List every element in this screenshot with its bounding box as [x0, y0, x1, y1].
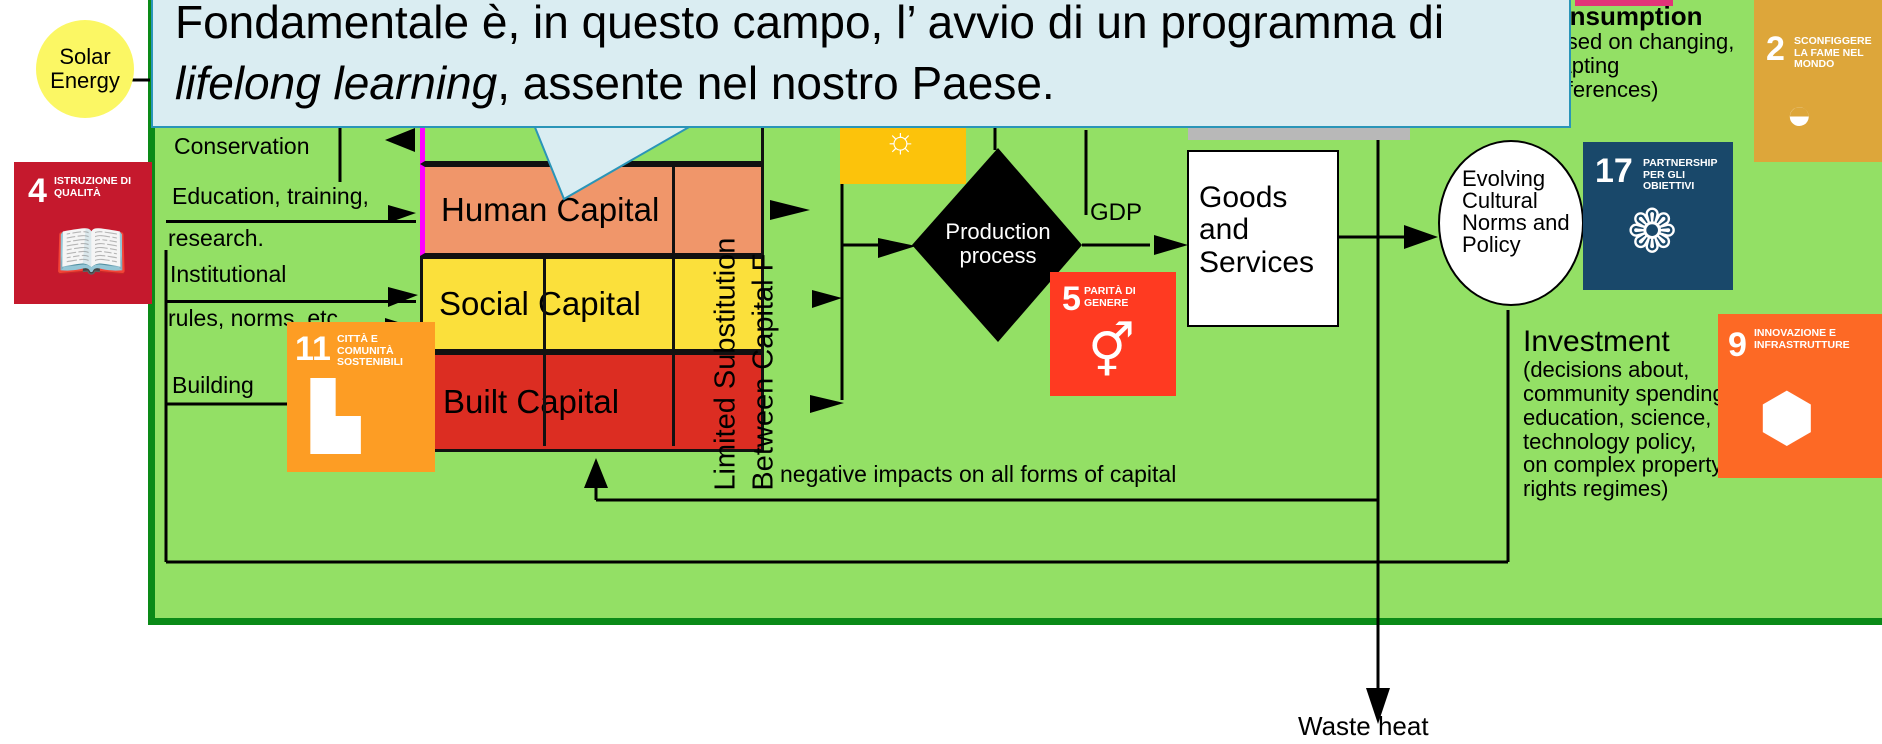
- consumption-block: Consumption (based on changing, adapting…: [1535, 2, 1775, 101]
- capital-grid-v2: [672, 164, 675, 446]
- sdg-17-bg: [1583, 142, 1733, 290]
- investment-l5: on complex property: [1523, 452, 1723, 478]
- sdg-5-tile: 5 Parità di genere ⚥: [1050, 272, 1176, 396]
- investment-l1: (decisions about,: [1523, 357, 1690, 383]
- goods-line1: Goods: [1199, 181, 1288, 214]
- investment-l2: community spending,: [1523, 381, 1731, 407]
- label-divider-2: [166, 300, 416, 303]
- sdg-17-tile: 17 Partnership per gli obiettivi ❁: [1583, 142, 1733, 290]
- sdg-17-num: 17: [1595, 152, 1633, 190]
- callout-line2: lifelong learning, assente nel nostro Pa…: [175, 53, 1569, 114]
- goods-line2: and: [1199, 213, 1250, 247]
- limited-substitution-line1: Limited Substitution: [709, 237, 742, 491]
- investment-block: Investment (decisions about, community s…: [1523, 325, 1773, 502]
- sdg-5-num: 5: [1062, 280, 1081, 318]
- sdg-11-label: Città e comunità sostenibili: [337, 333, 403, 369]
- label-building: Building: [172, 372, 254, 398]
- city-icon: ▙: [311, 380, 361, 452]
- label-research: research.: [168, 225, 264, 251]
- consumption-line3: adapting: [1535, 52, 1620, 78]
- solar-line2: Energy: [50, 68, 120, 93]
- sdg-2-bg: [1754, 0, 1882, 162]
- sdg-9-label: Innovazione e infrastrutture: [1754, 327, 1850, 351]
- goods-services-box: Goods and Services: [1187, 150, 1339, 327]
- gdp-label: GDP: [1090, 199, 1143, 226]
- production-label: Production process: [925, 220, 1071, 268]
- sdg-4-label: Istruzione di qualità: [54, 175, 132, 199]
- investment-title: Investment: [1523, 325, 1670, 358]
- production-line1: Production: [945, 219, 1051, 244]
- capital-grid-v1: [543, 256, 546, 446]
- sdg-5-label: Parità di genere: [1084, 285, 1136, 309]
- norms-circle: Evolving Cultural Norms and Policy: [1438, 140, 1584, 306]
- investment-l4: technology policy,: [1523, 428, 1697, 454]
- built-capital-label: Built Capital: [443, 383, 620, 421]
- consumption-title: Consumption: [1535, 1, 1703, 31]
- label-institutional: Institutional: [170, 261, 287, 287]
- sdg-5-bg: [1050, 272, 1176, 396]
- sdg-17-label: Partnership per gli obiettivi: [1643, 157, 1718, 193]
- sdg-4-num: 4: [28, 172, 47, 210]
- solar-energy: Solar Energy: [36, 20, 134, 118]
- grey-bar: [1188, 126, 1410, 140]
- investment-l3: education, science,: [1523, 404, 1712, 430]
- norms-line3: Norms and: [1462, 210, 1570, 235]
- sdg-4-tile: 4 Istruzione di qualità 📖: [14, 162, 152, 304]
- book-icon: 📖: [54, 218, 129, 285]
- consumption-line4: preferences): [1535, 76, 1659, 102]
- sdg-11-num: 11: [295, 330, 331, 368]
- sdg-9-num: 9: [1728, 326, 1747, 364]
- callout-tail: [528, 115, 713, 201]
- norms-line4: Policy: [1462, 232, 1521, 257]
- human-capital-label: Human Capital: [441, 191, 660, 229]
- consumption-line2: (based on changing,: [1535, 29, 1735, 55]
- callout-box: Fondamentale è, in questo campo, l’ avvi…: [151, 0, 1571, 128]
- goods-line3: Services: [1199, 245, 1315, 279]
- sdg-11-tile: 11 Città e comunità sostenibili ▙: [287, 322, 435, 472]
- label-conservation: Conservation: [174, 133, 310, 159]
- social-capital: Social Capital: [420, 256, 764, 352]
- waste-heat-label: Waste heat: [1298, 711, 1429, 741]
- solar-line1: Solar: [59, 44, 111, 70]
- norms-line1: Evolving: [1462, 166, 1546, 191]
- sdg-2-tile: 2 Sconfiggere la fame nel mondo ◒: [1754, 0, 1882, 162]
- bowl-icon: ◒: [1786, 90, 1813, 139]
- limited-substitution-line2: Between Capital F: [747, 253, 780, 491]
- sdg-9-bg: [1718, 314, 1882, 478]
- callout-italic: lifelong learning: [175, 56, 498, 109]
- label-education: Education, training,: [172, 183, 369, 209]
- negative-impacts-label: negative impacts on all forms of capital: [780, 461, 1177, 487]
- sdg-2-num: 2: [1766, 30, 1785, 68]
- sdg-11-bg: [287, 322, 435, 472]
- callout-line1: Fondamentale è, in questo campo, l’ avvi…: [175, 0, 1445, 48]
- investment-l6: rights regimes): [1523, 476, 1669, 502]
- cubes-icon: ⬢: [1758, 380, 1816, 454]
- gender-icon: ⚥: [1088, 323, 1135, 381]
- norms-line2: Cultural: [1462, 188, 1538, 213]
- production-diamond: [912, 148, 1082, 342]
- social-capital-label: Social Capital: [439, 285, 641, 323]
- sdg-9-tile: 9 Innovazione e infrastrutture ⬢: [1718, 314, 1882, 478]
- label-divider-1: [166, 220, 416, 223]
- built-capital: Built Capital: [420, 352, 764, 452]
- consumption-pink-bar: [1575, 0, 1673, 6]
- production-line2: process: [959, 242, 1037, 268]
- sdg-4-bg: [14, 162, 152, 304]
- flower-icon: ❁: [1627, 198, 1678, 265]
- sdg-2-label: Sconfiggere la fame nel mondo: [1794, 35, 1872, 71]
- callout-rest: , assente nel nostro Paese.: [497, 56, 1055, 109]
